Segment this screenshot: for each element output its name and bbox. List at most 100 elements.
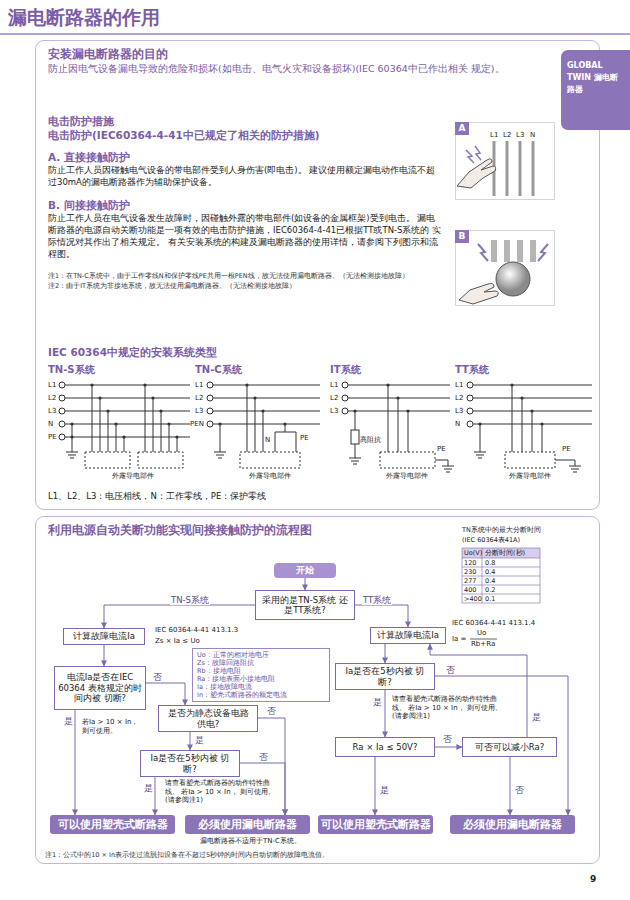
tn-c-system <box>263 411 264 452</box>
tn-s-system <box>65 411 190 412</box>
wire-label: L1 <box>195 381 203 389</box>
footnote: 注1：在TN-C系统中，由于工作零线N和保护零线PE共用一根PEN线，故无法使用… <box>48 272 448 281</box>
tn-s-system <box>161 411 162 452</box>
wire-label: N <box>455 420 460 428</box>
table-cell: 0.1 <box>485 595 495 603</box>
tn-c-system <box>213 424 320 425</box>
node-text: 可以使用塑壳式断路器 <box>321 818 431 831</box>
annotation: IEC 60364-4-41 413.1.4 <box>452 619 535 628</box>
flow-arrow <box>104 645 105 666</box>
node-text: 安装漏电断路器的目的 <box>48 46 587 62</box>
contact-illustration-b <box>504 240 510 262</box>
tt-system <box>522 398 523 452</box>
tn-c-system <box>255 398 256 452</box>
time-table-grid <box>462 548 540 603</box>
wire-label: 外露导电部件 <box>112 472 154 480</box>
process-box: 采用的是TN-S系统 还是TT系统? <box>255 590 355 620</box>
edge-label: 否 <box>442 734 453 744</box>
it-system <box>342 382 454 472</box>
contact-illustration-b <box>478 244 488 261</box>
edge-label: TN-S系统 <box>170 595 210 605</box>
tn-s-system <box>167 422 170 425</box>
process-box: 是否为静态设备电路 供电? <box>158 705 258 732</box>
tt-system <box>467 382 473 427</box>
node-text: 电流Ia是否在IEC 60364 表格规定的时间内被 切断? <box>58 672 142 704</box>
wire-label: L1 <box>490 131 498 139</box>
it-system <box>406 409 409 412</box>
wire-label: L3 <box>455 407 463 415</box>
tn-s-system <box>70 435 73 438</box>
tn-s-system <box>65 424 190 425</box>
process-box: 计算故障电流Ia <box>370 627 446 644</box>
it-system <box>342 395 348 401</box>
section-heading: B. 间接接触防护 <box>48 198 130 212</box>
it-system <box>349 458 361 464</box>
node-text: 是否为静态设备电路 供电? <box>162 708 254 729</box>
process-box: Ia是否在5秒内被 切断? <box>140 750 240 777</box>
node-text: GLOBAL TWIN 漏电断路器 <box>567 60 623 96</box>
system-heading: TN-S系统 <box>48 363 95 376</box>
wire-label: L2 <box>503 131 511 139</box>
wire-label: L3 <box>48 407 56 415</box>
contact-illustration-b <box>491 240 497 262</box>
contact-illustration-a <box>494 141 533 196</box>
tt-system <box>467 421 473 427</box>
edge-label: 否 <box>445 665 456 675</box>
wire-label: L2 <box>48 394 56 402</box>
it-system <box>342 382 348 414</box>
contact-illustration-a <box>457 141 533 196</box>
node-text: 必须使用漏电断路器 <box>198 818 297 831</box>
tt-system <box>467 395 473 401</box>
flow-arrow <box>146 683 185 705</box>
it-system <box>342 382 348 388</box>
tn-c-system <box>207 395 213 401</box>
edge-label: 是 <box>63 716 74 726</box>
tn-s-system <box>143 383 146 386</box>
contact-illustration-b <box>530 240 536 262</box>
annotation: 请查看塑壳式断路器的动作特性曲线。 若Ia > 10 × In， 则可使用。 (… <box>392 695 507 721</box>
table-cell: 277 <box>464 577 476 585</box>
table-cell: TN系统中的最大分断时间 <box>462 526 541 534</box>
contact-illustration-b <box>496 262 530 296</box>
table-cell: 分断时间(秒) <box>485 549 525 557</box>
tn-s-system <box>169 424 170 452</box>
tt-system <box>512 385 513 452</box>
it-system <box>408 411 409 452</box>
it-system <box>353 409 356 412</box>
tt-system <box>569 466 581 472</box>
table-cell: 0.4 <box>485 568 495 576</box>
annotation: Zs × Ia ≤ Uo <box>155 637 200 646</box>
flow-arrow <box>355 605 408 627</box>
wire-label: 高阻抗 <box>360 436 381 444</box>
annotation: Rb+Ra <box>471 640 495 649</box>
annotation: 漏电断路器不适用于TN-C系统。 <box>200 837 301 846</box>
wire-label: L2 <box>330 394 338 402</box>
tn-s-system <box>100 398 101 452</box>
tn-s-system <box>66 452 78 458</box>
annotation: Uo <box>477 629 486 638</box>
body-text: 防止工作人员在电气设备发生故障时，因碰触外露的带电部件(如设备的金属框架)受到电… <box>48 212 443 260</box>
section-heading: IEC 60364中规定的安装系统类型 <box>48 345 217 359</box>
node-text: 可以使用塑壳式断路器 <box>58 818 168 831</box>
tn-s-system <box>98 396 101 399</box>
tn-c-system <box>207 382 213 388</box>
wire-label: PE <box>437 445 446 453</box>
it-system <box>396 396 399 399</box>
contact-illustration-a <box>532 141 535 196</box>
section-heading: 电击防护(IEC60364-4-41中已规定了相关的防护措施) <box>48 128 320 142</box>
wire-label: L3 <box>330 407 338 415</box>
edge-label: 是 <box>379 785 390 795</box>
contact-illustration-b <box>517 240 523 262</box>
footnote: 注2：由于IT系统为非接地系统，故无法使用漏电断路器。（无法检测接地故障） <box>48 282 448 291</box>
table-cell: Uo(V) <box>464 549 482 557</box>
tt-system <box>480 424 481 452</box>
flow-arrow <box>305 578 306 590</box>
tn-s-system <box>85 452 130 468</box>
tt-system <box>478 383 543 425</box>
wire-label: PE <box>300 434 309 442</box>
wire-label: L1 <box>330 381 338 389</box>
tn-c-system <box>218 383 286 425</box>
it-system <box>348 411 450 412</box>
system-heading: TN-C系统 <box>195 363 242 376</box>
node-text: Ia是否在5秒内被 切断? <box>144 753 236 774</box>
